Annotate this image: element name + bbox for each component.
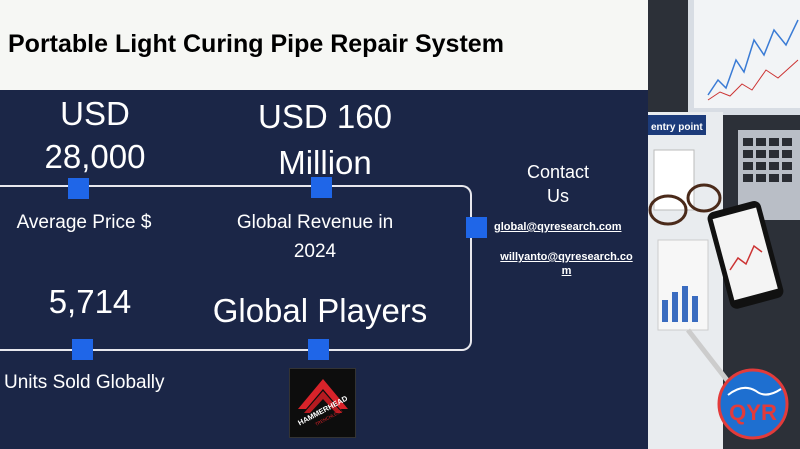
- units-label: Units Sold Globally: [4, 372, 165, 393]
- units-marker: [72, 339, 93, 360]
- page-title: Portable Light Curing Pipe Repair System: [8, 30, 504, 58]
- price-label: Average Price $: [16, 212, 152, 233]
- connector-frame: [0, 185, 472, 351]
- contact-marker: [466, 217, 487, 238]
- revenue-label-line2: 2024: [293, 241, 337, 262]
- price-marker: [68, 178, 89, 199]
- units-value: 5,714: [48, 283, 132, 320]
- contact-heading: Contact Us: [510, 160, 606, 208]
- contact-heading-line2: Us: [547, 186, 569, 206]
- price-value-line2: 28,000: [44, 138, 146, 175]
- revenue-label-line1: Global Revenue in: [236, 212, 394, 233]
- photo-screen-text: entry point: [651, 122, 703, 133]
- hammerhead-logo-mark: HAMMERHEAD TRENCHLESS: [296, 379, 350, 427]
- players-marker: [308, 339, 329, 360]
- desk-illustration: entry point QYR: [648, 0, 800, 449]
- email-link-global[interactable]: global@qyresearch.com: [494, 221, 622, 233]
- email-link-willyanto-line1: willyanto@qyresearch.co: [500, 251, 633, 263]
- contact-heading-line1: Contact: [526, 162, 590, 182]
- revenue-marker: [311, 177, 332, 198]
- email-link-willyanto-line2: m: [561, 265, 572, 277]
- revenue-value-line2: Million: [278, 144, 372, 181]
- title-bar: Portable Light Curing Pipe Repair System: [0, 0, 648, 90]
- email-link-willyanto[interactable]: willyanto@qyresearch.co m: [489, 250, 644, 278]
- players-label: Global Players: [212, 292, 428, 329]
- revenue-value-line1: USD 160: [258, 98, 392, 135]
- hammerhead-logo: HAMMERHEAD TRENCHLESS: [289, 368, 356, 438]
- office-desk-photo: entry point QYR: [648, 0, 800, 449]
- qyr-brand: QYR: [729, 400, 777, 425]
- price-value-line1: USD: [60, 95, 130, 132]
